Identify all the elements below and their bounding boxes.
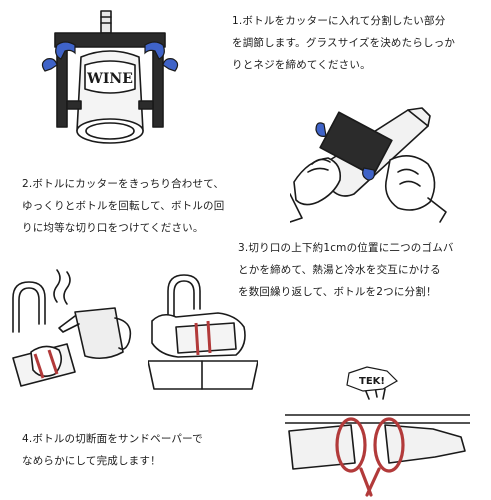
step-3-text: 3.切り口の上下約1cmの位置に二つのゴムバ とかを締めて、熱湯と冷水を交互にか… (238, 237, 454, 303)
wine-label-text: WINE (86, 71, 133, 87)
step-2-line-2: ゆっくりとボトルを回転して、ボトルの回 (22, 200, 225, 212)
step-1-text: 1.ボトルをカッターに入れて分割したい部分 を調節します。グラスサイズを決めたら… (232, 10, 455, 76)
step-3-line-1: 3.切り口の上下約1cmの位置に二つのゴムバ (238, 242, 454, 254)
bottle-split-illustration: TEK! (285, 365, 470, 497)
step-1-line-1: 1.ボトルをカッターに入れて分割したい部分 (232, 15, 446, 27)
step-4-line-2: なめらかにして完成します！ (22, 455, 161, 467)
step-4-line-1: 4.ボトルの切断面をサンドペーパーで (22, 433, 203, 445)
step-1-line-3: りとネジを締めてください。 (232, 59, 371, 71)
step-3-line-3: を数回繰り返して、ボトルを2つに分割！ (238, 286, 437, 298)
cold-water-illustration (148, 265, 258, 393)
hot-water-illustration (5, 262, 140, 394)
step-1-line-2: を調節します。グラスサイズを決めたらしっか (232, 37, 456, 49)
step-2-text: 2.ボトルにカッターをきっちり合わせて、 ゆっくりとボトルを回転して、ボトルの回… (22, 173, 224, 239)
tek-label-text: TEK! (359, 376, 385, 387)
bottle-cutter-illustration: WINE (35, 5, 185, 153)
step-2-line-1: 2.ボトルにカッターをきっちり合わせて、 (22, 178, 225, 190)
rotating-bottle-illustration (290, 90, 450, 225)
step-3-line-2: とかを締めて、熱湯と冷水を交互にかける (238, 264, 441, 276)
step-2-line-3: りに均等な切り口をつけてください。 (22, 222, 204, 234)
step-4-text: 4.ボトルの切断面をサンドペーパーで なめらかにして完成します！ (22, 428, 203, 472)
